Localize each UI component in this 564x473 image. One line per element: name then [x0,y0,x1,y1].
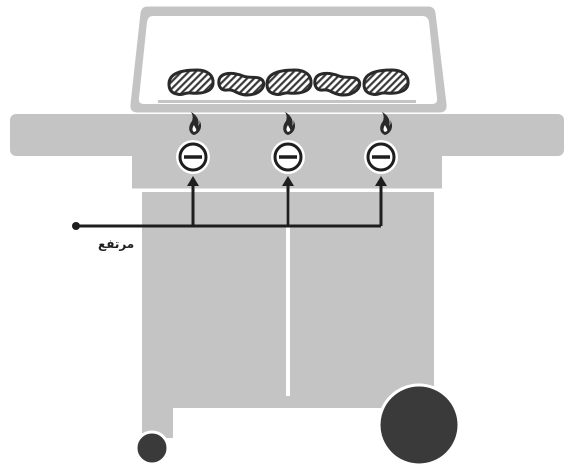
knob-icon[interactable] [364,140,398,174]
caster-icon [136,432,168,464]
wheel-icon [379,385,459,465]
cabinet-right-door [290,192,434,396]
callout-label: مرتفع [98,237,134,251]
knob-icon[interactable] [271,140,305,174]
steak-icon [169,70,213,95]
callout-dot [72,222,80,230]
grill-grate [158,100,416,103]
steaks [169,70,408,95]
cabinet-left-door [142,192,286,396]
steak-icon [364,70,408,95]
steak-icon [267,70,311,95]
knob-icon[interactable] [176,140,210,174]
